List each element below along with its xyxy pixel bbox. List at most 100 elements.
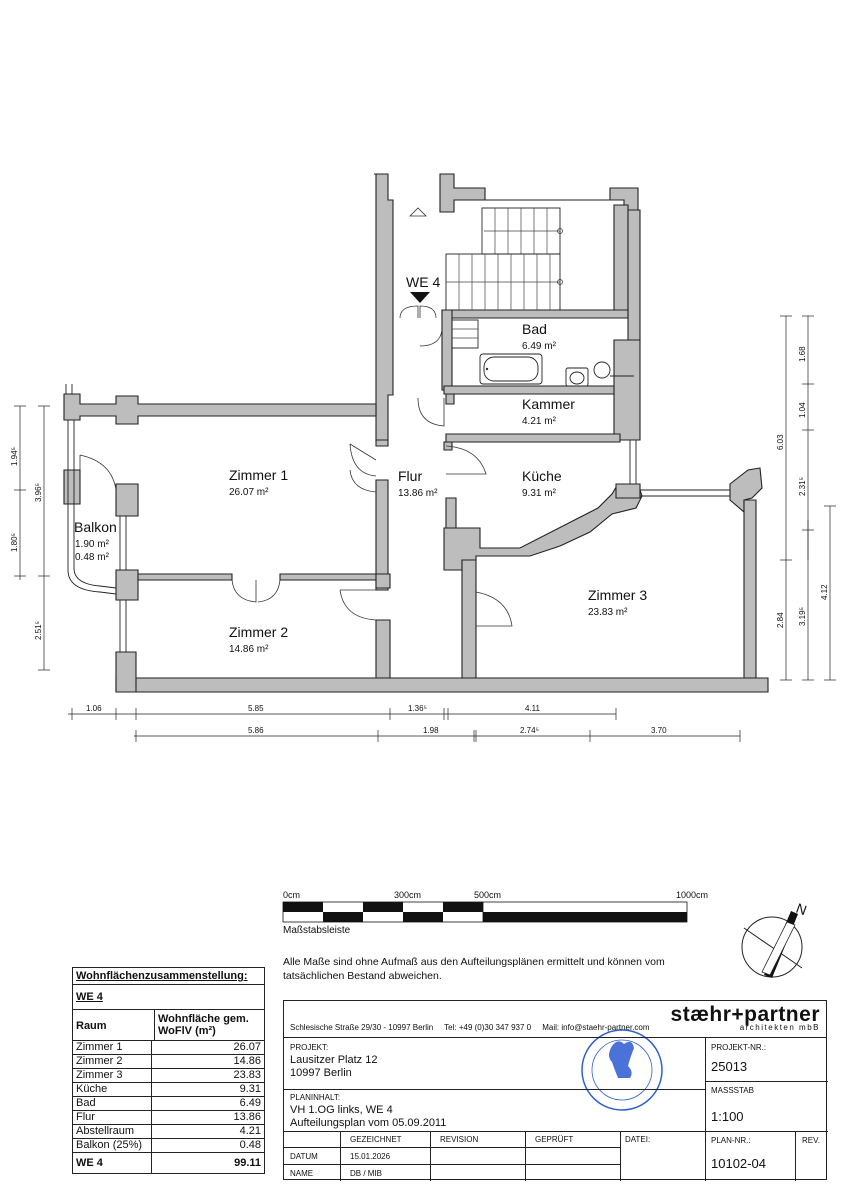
doors (231, 305, 513, 627)
office-logo: stæhr+partner architekten mbB (671, 1003, 820, 1032)
room-area-bad: 6.49 m² (522, 341, 557, 352)
scale-tick-300: 300cm (394, 890, 421, 900)
dim-bottom-4: 4.11 (525, 704, 541, 713)
planinhalt-label: PLANINHALT: (290, 1093, 341, 1102)
total-value: 99.11 (234, 1157, 261, 1169)
projekt-line-2: 10997 Berlin (290, 1067, 352, 1079)
balcony-outline (67, 420, 117, 595)
room-name-flur: Flur (398, 468, 422, 484)
dim-right-7: 4.12 (820, 584, 829, 600)
planinhalt-line-1: VH 1.OG links, WE 4 (290, 1104, 393, 1116)
room-name-balkon: Balkon (74, 519, 117, 535)
dim-bottom-3: 1.36⁵ (408, 704, 427, 713)
area-table-title: Wohnflächenzusammenstellung: (73, 968, 264, 985)
room-name-kueche: Küche (522, 468, 562, 484)
dim-left-1: 1.94⁵ (10, 447, 19, 466)
row-room-area: 13.86 (233, 1111, 261, 1123)
unit-label: WE 4 (406, 274, 440, 290)
room-area-balkon-25: 0.48 m² (75, 552, 110, 563)
room-name-bad: Bad (522, 321, 547, 337)
projekt-label: PROJEKT: (290, 1043, 329, 1052)
scale-bar: 0cm 300cm 500cm 1000cm (282, 890, 708, 923)
row-room-name: Zimmer 2 (73, 1055, 152, 1068)
dim-bottom-1: 1.06 (86, 704, 102, 713)
dim-right-3: 2.31⁵ (798, 477, 807, 496)
dim-bottom-7: 2.74⁵ (520, 726, 539, 735)
datei-label: DATEI: (625, 1135, 651, 1144)
room-labels: WE 4 Bad 6.49 m² Kammer 4.21 m² Zimmer 1… (74, 274, 647, 655)
dim-bottom-8: 3.70 (651, 726, 667, 735)
room-area-zimmer-1: 26.07 m² (229, 487, 269, 498)
row-room-area: 23.83 (233, 1069, 261, 1081)
dim-right-4: 6.03 (776, 434, 785, 450)
row-room-area: 0.48 (239, 1139, 261, 1151)
area-table-total: WE 4 99.11 (73, 1153, 264, 1173)
dimension-lines (14, 315, 836, 742)
dim-left-3: 1.80⁵ (10, 533, 19, 552)
title-block: Schlesische Straße 29/30 - 10997 Berlin … (283, 1000, 828, 1181)
row-room-area: 4.21 (239, 1125, 261, 1137)
planinhalt-line-2: Aufteilungsplan vom 05.09.2011 (290, 1117, 447, 1129)
room-name-zimmer-2: Zimmer 2 (229, 624, 288, 640)
name-label: NAME (290, 1169, 314, 1178)
room-area-flur: 13.86 m² (398, 488, 438, 499)
room-area-zimmer-2: 14.86 m² (229, 644, 269, 655)
dim-right-6: 3.19⁵ (798, 607, 807, 626)
row-room-name: Balkon (25%) (73, 1139, 152, 1152)
office-mail: Mail: info@staehr-partner.com (542, 1023, 650, 1032)
room-area-kammer: 4.21 m² (522, 416, 557, 427)
projekt-nr-label: PROJEKT-NR.: (711, 1043, 767, 1052)
scale-tick-500: 500cm (474, 890, 501, 900)
disclaimer-note: Alle Maße sind ohne Aufmaß aus den Aufte… (283, 956, 665, 982)
dim-right-2: 1.04 (798, 402, 807, 418)
projekt-nr: 25013 (711, 1059, 748, 1074)
projekt-line-1: Lausitzer Platz 12 (290, 1054, 378, 1066)
dim-right-1: 1.68 (798, 346, 807, 362)
dim-left-4: 2.51⁵ (34, 621, 43, 640)
col-area: Wohnfläche gem. WoFlV (m²) (158, 1013, 249, 1037)
row-room-area: 6.49 (239, 1097, 261, 1109)
plan-nr-label: PLAN-NR.: (711, 1136, 751, 1145)
massstab-label: MASSSTAB (711, 1086, 754, 1095)
dim-left-2: 3.96⁵ (34, 483, 43, 502)
office-address: Schlesische Straße 29/30 - 10997 Berlin (290, 1023, 434, 1032)
room-area-balkon: 1.90 m² (75, 539, 110, 550)
plan-nr: 10102-04 (711, 1156, 766, 1171)
area-summary-table: Wohnflächenzusammenstellung: WE 4 Raum W… (72, 967, 265, 1174)
room-name-kammer: Kammer (522, 396, 575, 412)
north-label: N (794, 900, 809, 918)
windows (65, 372, 730, 652)
logo-sub: architekten mbB (739, 1023, 820, 1032)
rev-label: REV. (802, 1136, 820, 1145)
staircase (409, 207, 563, 349)
scale-bar-label: Maßstabsleiste (283, 925, 351, 936)
name-value: DB / MIB (350, 1169, 383, 1178)
dimension-labels: 1.06 5.85 1.36⁵ 4.11 5.86 1.98 2.74⁵ 3.7… (10, 346, 829, 735)
area-table-header: Raum Wohnfläche gem. WoFlV (m²) (73, 1010, 264, 1041)
row-room-name: Zimmer 3 (73, 1069, 152, 1082)
datum-value: 15.01.2026 (350, 1152, 391, 1161)
scale-tick-0: 0cm (283, 890, 300, 900)
col-room: Raum (73, 1010, 155, 1040)
gezeichnet-label: GEZEICHNET (350, 1135, 402, 1144)
walls (63, 173, 769, 693)
row-room-area: 9.31 (239, 1083, 261, 1095)
massstab-value: 1:100 (711, 1109, 744, 1124)
total-name: WE 4 (73, 1153, 152, 1173)
row-room-name: Zimmer 1 (73, 1041, 152, 1054)
area-table-row: Balkon (25%) 0.48 (73, 1139, 264, 1153)
title-block-header: Schlesische Straße 29/30 - 10997 Berlin … (284, 1001, 826, 1038)
office-phone: Tel: +49 (0)30 347 937 0 (444, 1023, 532, 1032)
room-name-zimmer-1: Zimmer 1 (229, 467, 288, 483)
bathroom-fixtures (479, 353, 634, 387)
revision-label: REVISION (440, 1135, 479, 1144)
dim-bottom-2: 5.85 (248, 704, 264, 713)
